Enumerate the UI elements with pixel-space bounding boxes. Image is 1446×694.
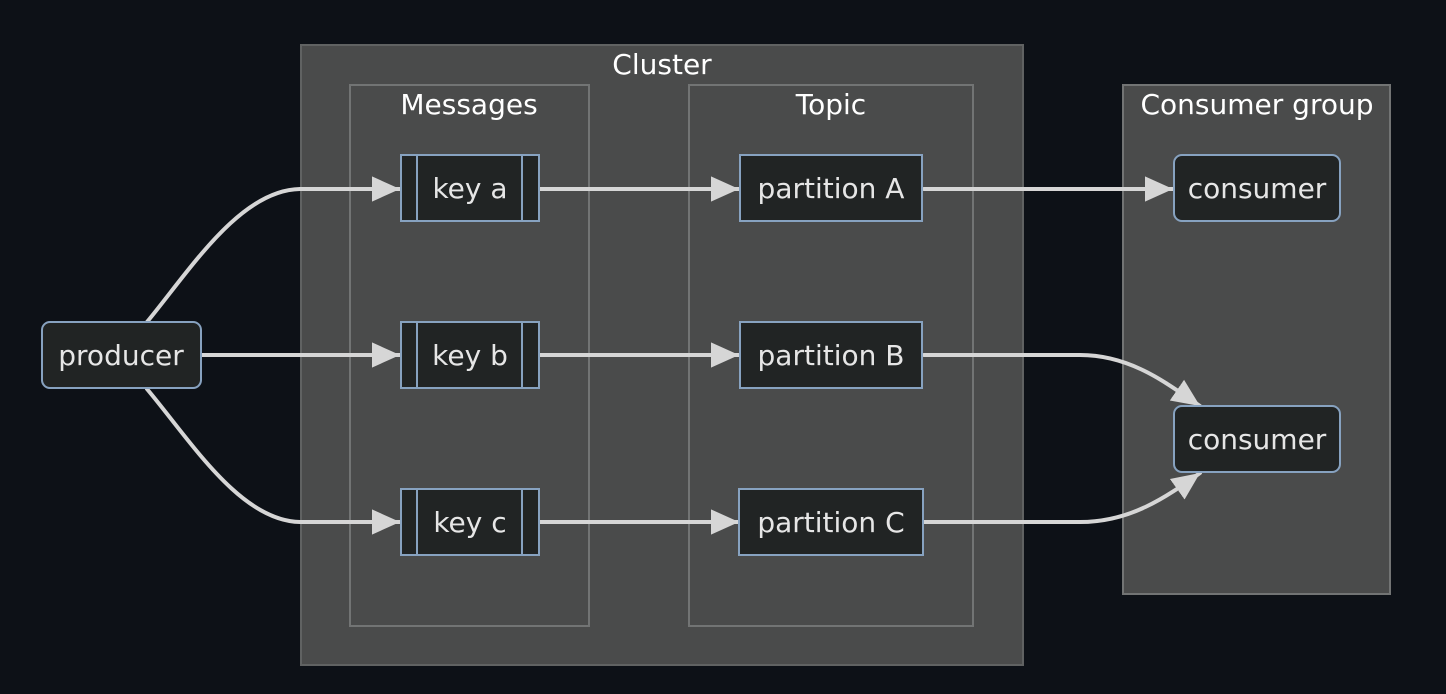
edge-partition-c-consumer <box>922 471 1202 524</box>
consumer-2-box[interactable] <box>1173 405 1341 473</box>
node-producer[interactable]: producer <box>41 321 202 389</box>
consumer-1-box[interactable] <box>1173 154 1341 222</box>
messages-title: Messages <box>400 88 537 121</box>
edge-producer-key-c <box>145 387 402 535</box>
node-partition-c[interactable]: partition C <box>738 488 924 556</box>
node-key-a[interactable]: key a <box>400 154 540 222</box>
key-a-box[interactable] <box>400 154 540 222</box>
key-a-label: key a <box>432 172 507 205</box>
edge-partition-b-consumer <box>922 353 1202 408</box>
topic-title: Topic <box>795 88 866 121</box>
cluster-title: Cluster <box>612 48 712 81</box>
partition-c-label: partition C <box>757 506 904 539</box>
partition-a-label: partition A <box>758 172 905 205</box>
partition-b-label: partition B <box>758 339 905 372</box>
node-key-c[interactable]: key c <box>400 488 540 556</box>
consumer-1-label: consumer <box>1188 172 1327 205</box>
producer-box[interactable] <box>41 321 202 389</box>
partition-b-box[interactable] <box>739 321 923 389</box>
key-c-box[interactable] <box>400 488 540 556</box>
key-b-label: key b <box>432 339 508 372</box>
node-consumer-1[interactable]: consumer <box>1173 154 1341 222</box>
edges <box>145 176 1202 535</box>
node-partition-b[interactable]: partition B <box>739 321 923 389</box>
consumer-group-title: Consumer group <box>1141 88 1374 121</box>
node-consumer-2[interactable]: consumer <box>1173 405 1341 473</box>
key-c-label: key c <box>433 506 506 539</box>
node-partition-a[interactable]: partition A <box>739 154 923 222</box>
partition-a-box[interactable] <box>739 154 923 222</box>
producer-label: producer <box>58 339 184 372</box>
partition-c-box[interactable] <box>738 488 924 556</box>
key-b-box[interactable] <box>400 321 540 389</box>
node-key-b[interactable]: key b <box>400 321 540 389</box>
edge-producer-key-a <box>145 176 402 324</box>
consumer-2-label: consumer <box>1188 423 1327 456</box>
